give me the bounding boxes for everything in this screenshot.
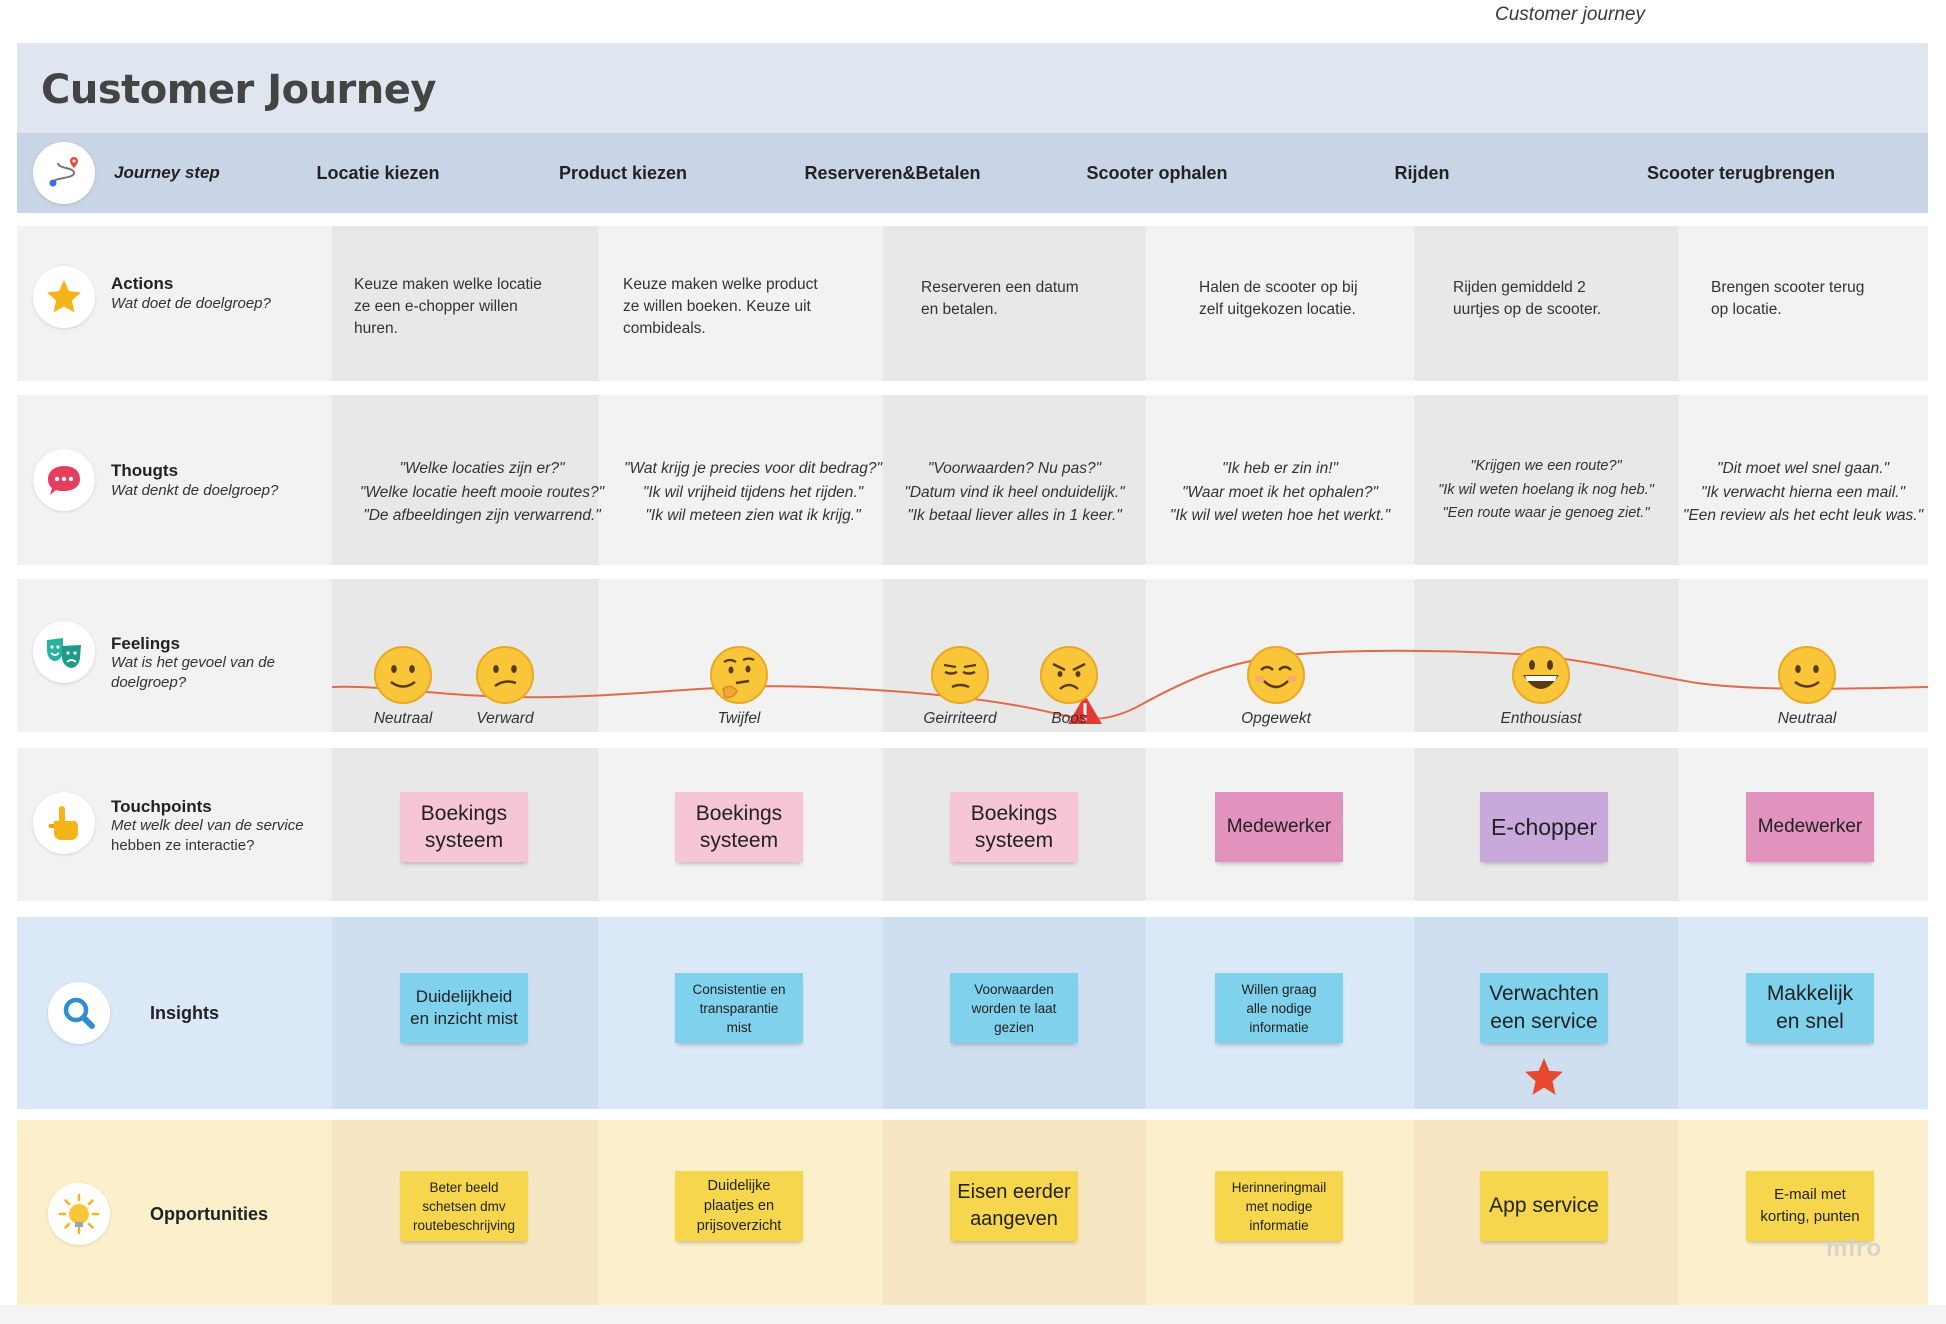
touchpoint-note-5[interactable]: E-chopper [1480,792,1608,862]
route-icon [33,142,95,204]
unamused-face-icon [931,646,989,704]
star-icon [1525,1058,1563,1095]
emotion-label-5: Boos [1051,710,1087,727]
touchpoints-label: Touchpoints [111,797,212,816]
star-icon [33,266,95,328]
smiling-face-icon [1247,646,1305,704]
insights-label: Insights [150,1003,220,1023]
step-scooter-ophalen: Scooter ophalen [1086,162,1228,183]
touchpoint-note-4[interactable]: Medewerker [1215,792,1343,862]
step-rijden: Rijden [1394,162,1450,183]
emotion-curve [331,649,1928,724]
thought-cell-1: "Welke locaties zijn er?""Welke locatie … [359,460,605,524]
thoughts-row: Thougts Wat denkt de doelgroep? "Welke l… [17,395,1928,565]
page-caption: Customer journey [1495,4,1645,25]
thought-cell-3: "Voorwaarden? Nu pas?""Datum vind ik hee… [904,460,1125,524]
actions-sub: Wat doet de doelgroep? [111,295,271,312]
confused-face-icon [476,646,534,704]
title-band: Customer Journey [17,43,1928,133]
speech-bubble-icon [33,449,95,511]
angry-face-icon [1040,646,1098,704]
neutral-face-icon [1778,646,1836,704]
emotion-label-6: Opgewekt [1241,710,1311,727]
thought-cell-4: "Ik heb er zin in!""Waar moet ik het oph… [1169,460,1391,524]
lightbulb-sun-icon [48,1183,110,1245]
thought-cell-6: "Dit moet wel snel gaan.""Ik verwacht hi… [1682,460,1924,524]
miro-watermark: miro [1826,1235,1883,1262]
theater-masks-icon [33,621,95,683]
step-scooter-terugbrengen: Scooter terugbrengen [1646,162,1836,183]
opportunities-label: Opportunities [150,1204,268,1224]
actions-row: Actions Wat doet de doelgroep? Keuze mak… [17,226,1928,381]
thinking-face-icon [710,646,768,704]
thought-cell-5: "Krijgen we een route?""Ik wil weten hoe… [1438,458,1654,521]
step-reserveren-betalen: Reserveren&Betalen [804,162,981,183]
warning-icon [1068,695,1102,724]
emotion-label-7: Enthousiast [1500,710,1582,727]
feelings-label: Feelings [111,634,180,653]
step-locatie-kiezen: Locatie kiezen [316,162,440,183]
touchpoints-row: Touchpoints Met welk deel van de service… [17,748,1928,901]
journey-board: Customer Journey Journey step Locatie ki… [17,43,1928,1310]
bottom-band [0,1305,1946,1324]
emotion-label-8: Neutraal [1777,710,1837,727]
step-product-kiezen: Product kiezen [558,162,688,183]
magnifier-icon [48,982,110,1044]
actions-label: Actions [111,274,174,293]
board-title: Customer Journey [41,67,436,113]
thought-cell-2: "Wat krijg je precies voor dit bedrag?""… [624,460,882,524]
emotion-label-2: Verward [476,710,534,727]
emotion-label-4: Geirriteerd [923,710,997,727]
thoughts-sub: Wat denkt de doelgroep? [111,482,279,499]
opportunity-note-5[interactable]: App service [1480,1171,1608,1241]
neutral-face-icon [374,646,432,704]
thoughts-label: Thougts [111,461,179,480]
emotion-label-1: Neutraal [373,710,433,727]
journey-step-label: Journey step [114,163,220,182]
journey-step-header: Journey step Locatie kiezen Product kiez… [17,133,1928,213]
grinning-face-icon [1512,646,1570,704]
emotion-label-3: Twijfel [717,710,761,727]
pointing-hand-icon [33,792,95,854]
touchpoint-note-6[interactable]: Medewerker [1746,792,1874,862]
